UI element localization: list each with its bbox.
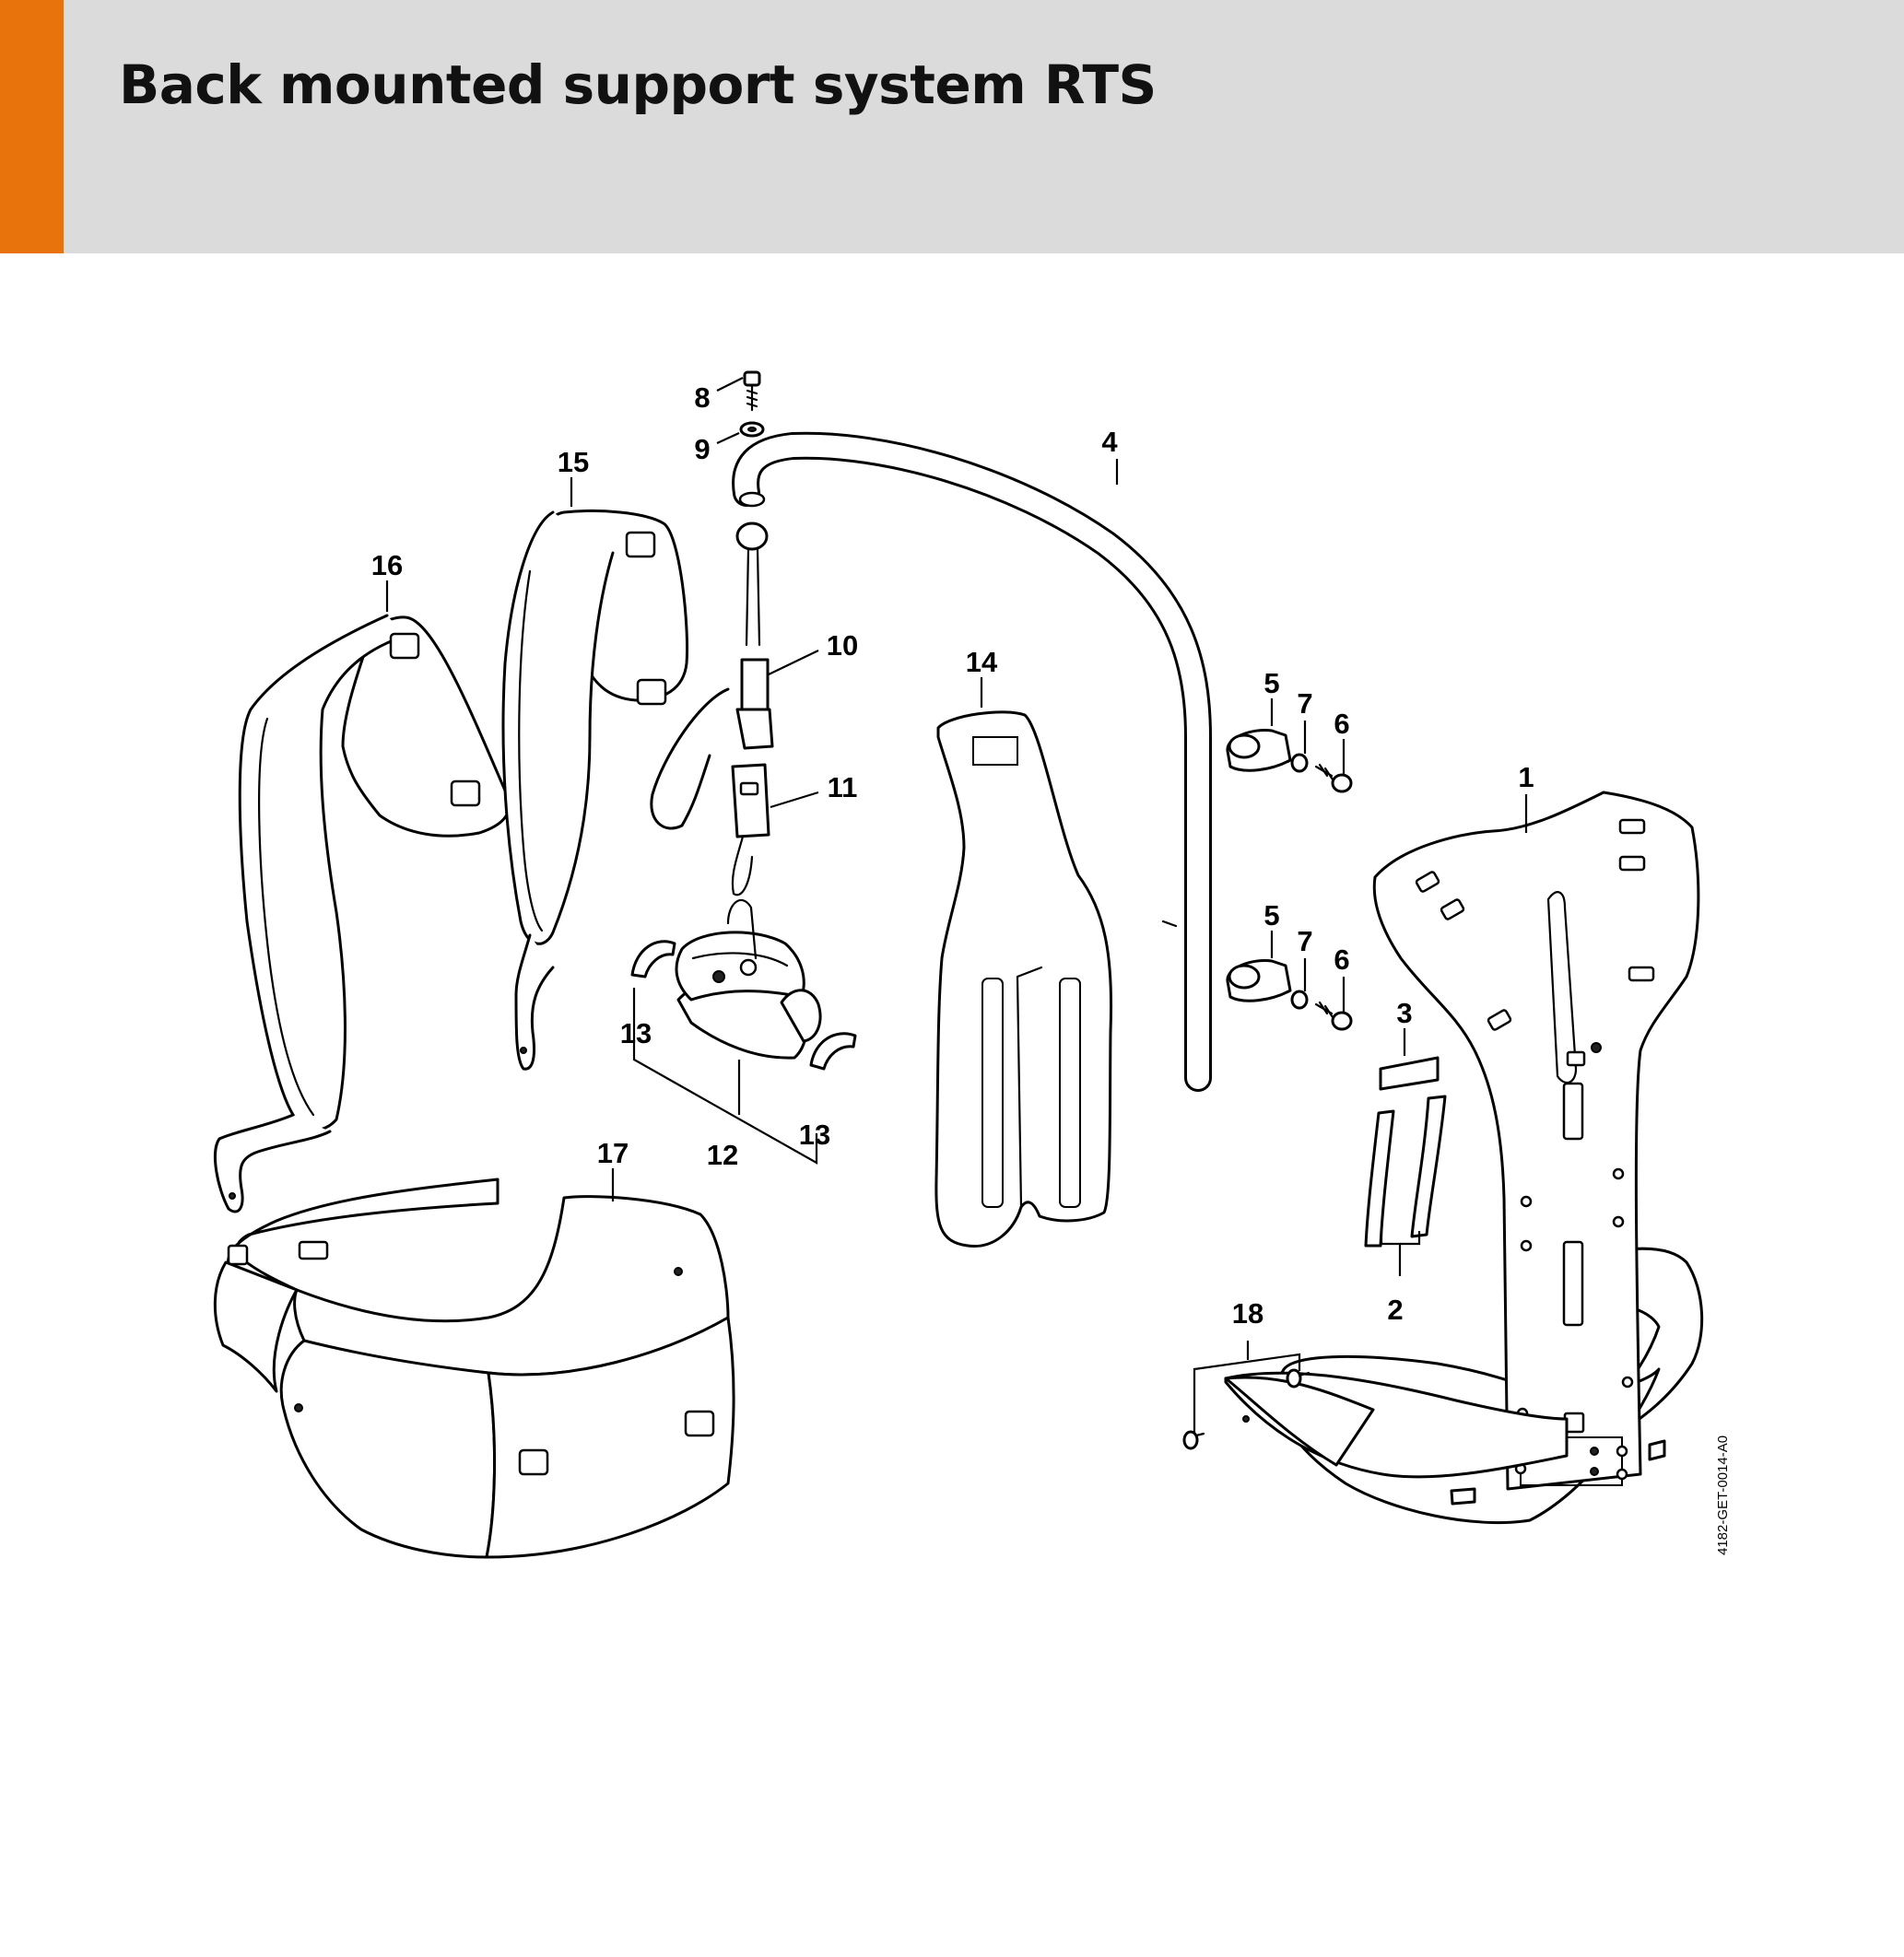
- callout-17: 17: [597, 1137, 629, 1169]
- part-16-shoulder-strap: [213, 614, 511, 1213]
- part-5-clamp-lower: [1226, 958, 1292, 1002]
- part-13-clip-right: [809, 1032, 857, 1071]
- part-7-washer-lower: [1290, 990, 1309, 1010]
- callout-6-lower: 6: [1334, 943, 1349, 976]
- callout-16: 16: [371, 549, 403, 581]
- part-14-back-pad: [934, 710, 1113, 1248]
- leader-lines: [385, 377, 1528, 1433]
- accent-bar: [0, 0, 64, 253]
- callout-10: 10: [827, 629, 858, 662]
- part-6-screw-upper: [1314, 763, 1353, 793]
- header-bar: Back mounted support system RTS: [0, 0, 1904, 253]
- part-9-washer: [739, 421, 765, 438]
- callout-2: 2: [1387, 1294, 1403, 1326]
- callout-5-lower: 5: [1263, 899, 1279, 932]
- part-4-carrying-tube: [732, 431, 1212, 1092]
- part-12-harness-clip: [675, 899, 822, 1060]
- callout-3: 3: [1396, 997, 1412, 1029]
- callout-12: 12: [707, 1139, 738, 1171]
- part-13-clip-left: [630, 940, 676, 978]
- callout-labels: 1 2 3 4 5 5 6 6 7 7 8 9 10 11 12 13 13 1…: [371, 381, 1534, 1330]
- part-15-shoulder-strap: [501, 510, 688, 1071]
- callout-13-right: 13: [799, 1119, 830, 1151]
- callout-9: 9: [694, 433, 710, 465]
- drawing-reference-code: 4182-GET-0014-A0: [1715, 1436, 1731, 1555]
- page-title: Back mounted support system RTS: [119, 53, 1157, 116]
- callout-8: 8: [694, 381, 710, 414]
- callout-15: 15: [558, 446, 589, 478]
- callout-5-upper: 5: [1263, 667, 1279, 699]
- part-18-hip-shell: [1182, 1368, 1569, 1479]
- part-5-clamp-upper: [1226, 728, 1292, 772]
- callout-18: 18: [1232, 1297, 1263, 1330]
- callout-7-lower: 7: [1297, 925, 1312, 957]
- callout-1: 1: [1518, 761, 1534, 793]
- callout-7-upper: 7: [1297, 687, 1312, 720]
- part-3-label: [1379, 1056, 1440, 1091]
- part-10-strap-buckle: [650, 521, 774, 830]
- callout-13-left: 13: [620, 1017, 652, 1049]
- callout-6-upper: 6: [1334, 708, 1349, 740]
- callout-14: 14: [966, 646, 998, 678]
- exploded-parts-diagram: 1 2 3 4 5 5 6 6 7 7 8 9 10 11 12 13 13 1…: [0, 253, 1904, 1957]
- part-7-washer-upper: [1290, 753, 1309, 773]
- part-6-screw-lower: [1314, 1001, 1353, 1031]
- part-17-hip-belt: [213, 1178, 735, 1559]
- part-11-snap-hook: [731, 763, 770, 896]
- callout-4: 4: [1101, 426, 1118, 458]
- part-2-pad-strips: [1364, 1095, 1447, 1248]
- callout-11: 11: [828, 771, 858, 803]
- part-8-screw: [743, 370, 761, 412]
